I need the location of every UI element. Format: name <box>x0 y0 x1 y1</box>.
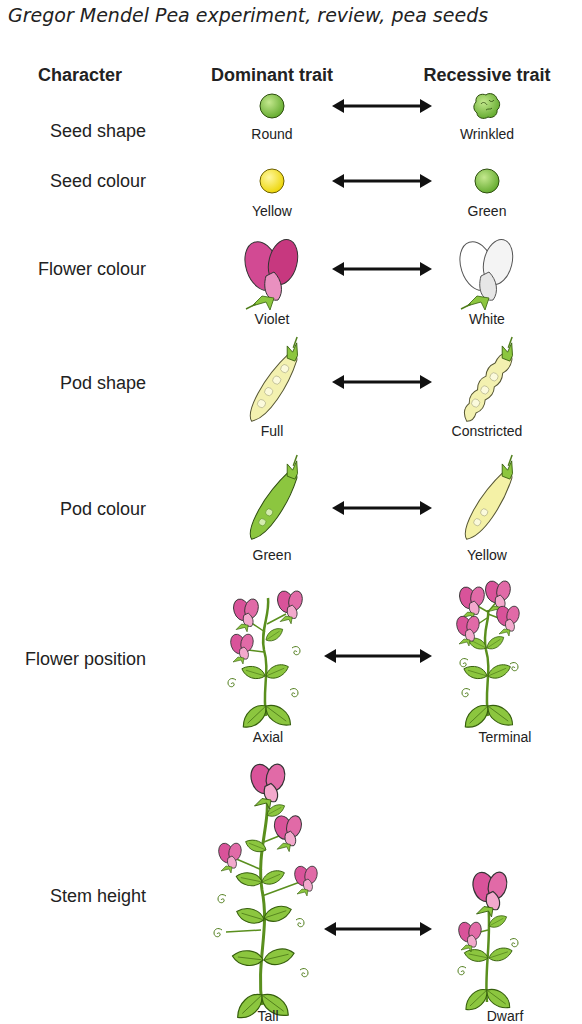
arrow-head <box>332 174 344 188</box>
trait-illustration: White <box>432 238 542 327</box>
column-header: Character <box>38 64 188 86</box>
trait-name: Green <box>432 203 542 219</box>
white-flower <box>454 236 517 310</box>
arrow-head <box>420 99 432 113</box>
trait-illustration: Wrinkled <box>432 90 542 142</box>
trait-illustration: Green <box>432 165 542 219</box>
double-arrow <box>324 922 432 936</box>
trait-name: Yellow <box>432 547 542 563</box>
character-name: Stem height <box>0 885 146 907</box>
trait-illustration: Dwarf <box>432 765 578 1024</box>
arrow-head <box>420 174 432 188</box>
character-name: Flower colour <box>0 258 146 280</box>
arrow-head <box>420 922 432 936</box>
double-arrow <box>332 375 432 389</box>
trait-name: Terminal <box>432 729 578 745</box>
trait-illustration: Full <box>212 345 332 439</box>
trait-illustration: Axial <box>212 590 324 745</box>
green-pea <box>475 169 499 193</box>
trait-name: Tall <box>212 1008 324 1024</box>
arrow-head <box>332 375 344 389</box>
arrow-shaft <box>335 655 421 658</box>
double-arrow <box>332 501 432 515</box>
trait-name: Violet <box>212 311 332 327</box>
arrow-shaft <box>343 507 421 510</box>
arrow-shaft <box>343 180 421 183</box>
trait-illustration: Violet <box>212 238 332 327</box>
arrow-head <box>332 99 344 113</box>
trait-name: Wrinkled <box>432 126 542 142</box>
trait-illustration: Tall <box>212 765 324 1024</box>
arrow-shaft <box>335 928 421 931</box>
trait-illustration: Green <box>212 460 332 563</box>
character-name: Seed colour <box>0 170 146 192</box>
full-pod <box>240 335 313 426</box>
column-header: Dominant trait <box>192 64 352 86</box>
axial-plant <box>228 589 304 732</box>
arrow-shaft <box>343 105 421 108</box>
trait-illustration: Terminal <box>432 590 578 745</box>
double-arrow <box>324 649 432 663</box>
trait-illustration: Round <box>212 90 332 142</box>
wrinkled-pea <box>474 94 500 119</box>
double-arrow <box>332 262 432 276</box>
arrow-head <box>332 262 344 276</box>
green-pod <box>240 453 313 544</box>
trait-illustration: Constricted <box>432 345 542 439</box>
double-arrow <box>332 174 432 188</box>
character-name: Seed shape <box>0 120 146 142</box>
character-name: Flower position <box>0 648 146 670</box>
character-name: Pod shape <box>0 372 146 394</box>
arrow-head <box>420 375 432 389</box>
trait-illustration: Yellow <box>432 460 542 563</box>
arrow-head <box>420 501 432 515</box>
column-header: Recessive trait <box>407 64 567 86</box>
violet-flower <box>239 236 302 310</box>
trait-illustration: Yellow <box>212 165 332 219</box>
constricted-pod <box>455 335 525 424</box>
double-arrow <box>332 99 432 113</box>
tall-plant <box>214 761 319 1022</box>
terminal-plant <box>454 579 521 732</box>
arrow-shaft <box>343 381 421 384</box>
yellow-pea <box>260 169 284 193</box>
trait-name: Constricted <box>432 423 542 439</box>
trait-name: Dwarf <box>432 1008 578 1024</box>
trait-name: Full <box>212 423 332 439</box>
arrow-head <box>332 501 344 515</box>
arrow-head <box>420 649 432 663</box>
round-pea <box>260 94 284 118</box>
diagram-title: Gregor Mendel Pea experiment, review, pe… <box>8 4 578 26</box>
arrow-shaft <box>343 268 421 271</box>
arrow-head <box>324 922 336 936</box>
dwarf-plant <box>456 869 518 1014</box>
trait-name: Round <box>212 126 332 142</box>
trait-name: White <box>432 311 542 327</box>
trait-name: Axial <box>212 729 324 745</box>
arrow-head <box>420 262 432 276</box>
arrow-head <box>324 649 336 663</box>
trait-name: Green <box>212 547 332 563</box>
trait-name: Yellow <box>212 203 332 219</box>
character-name: Pod colour <box>0 498 146 520</box>
yellow-pod <box>455 453 528 544</box>
